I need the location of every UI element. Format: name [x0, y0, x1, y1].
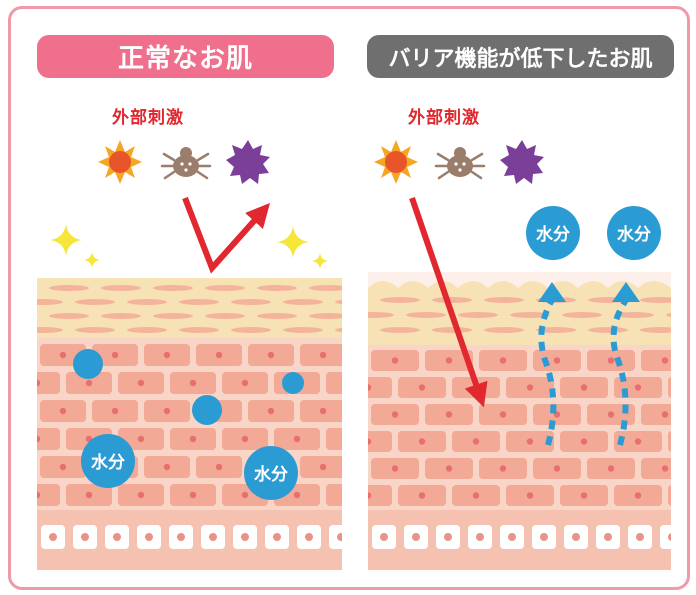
- keratin-flake: [380, 327, 420, 333]
- keratin-flake: [101, 285, 141, 291]
- keratin-flake: [536, 327, 576, 333]
- keratin-flake: [368, 312, 394, 318]
- penetrating-stimulus-arrow: [409, 197, 488, 408]
- basal-cell: [660, 525, 671, 549]
- keratin-flake: [49, 313, 89, 319]
- skin-cell: [37, 372, 60, 394]
- keratin-flake: [101, 313, 141, 319]
- keratin-flake: [510, 312, 550, 318]
- skin-cell: [368, 431, 392, 452]
- keratin-flake: [309, 285, 342, 291]
- keratin-flake: [37, 327, 63, 333]
- skin-cell: [0, 456, 34, 478]
- keratin-flake: [562, 312, 602, 318]
- keratin-flake: [640, 297, 671, 303]
- keratin-flake: [283, 299, 323, 305]
- skin-cell: [641, 350, 671, 371]
- skin-cell: [668, 431, 671, 452]
- skin-cell: [368, 377, 392, 398]
- keratin-flake: [231, 299, 271, 305]
- moisture-bubble: 水分: [526, 206, 580, 260]
- keratin-flake: [179, 327, 219, 333]
- keratin-flake: [335, 327, 342, 333]
- skin-cross-section-damaged: [368, 272, 671, 570]
- keratin-flake: [257, 285, 297, 291]
- mite-icon: [434, 147, 486, 180]
- mite-icon: [160, 147, 212, 180]
- keratin-flake: [75, 327, 115, 333]
- moisture-escape-arrows: [538, 298, 629, 446]
- keratin-flake: [640, 327, 671, 333]
- keratin-flake: [432, 327, 472, 333]
- title-damaged-skin: バリア機能が低下したお肌: [367, 35, 674, 78]
- keratin-flake: [380, 297, 420, 303]
- skin-cell: [326, 372, 342, 394]
- skin-cell: [37, 484, 60, 506]
- skin-cross-section-normal: [0, 278, 342, 570]
- keratin-flake: [37, 299, 63, 305]
- moisture-droplets: [73, 349, 304, 425]
- skin-cell: [0, 400, 34, 422]
- skin-cell: [641, 458, 671, 479]
- keratin-flake: [458, 312, 498, 318]
- basal-cell: [329, 525, 342, 549]
- keratin-flake: [49, 285, 89, 291]
- svg-text:水分: 水分: [254, 464, 288, 485]
- moisture-bubble: 水分: [244, 446, 298, 500]
- keratin-flake: [666, 313, 671, 317]
- skin-cell: [326, 484, 342, 506]
- skin-cell: [668, 485, 671, 506]
- keratin-flake: [179, 299, 219, 305]
- sparkle-icon: [50, 224, 328, 269]
- reflected-stimulus-arrow: [182, 196, 270, 274]
- keratin-flake: [257, 313, 297, 319]
- keratin-flake: [484, 327, 524, 333]
- keratin-flake: [484, 297, 524, 303]
- keratin-flake: [588, 327, 628, 333]
- virus-icon: [226, 140, 270, 184]
- keratin-flake: [153, 285, 193, 291]
- keratin-flake: [205, 313, 245, 319]
- keratin-flake: [153, 313, 193, 319]
- title-normal-skin: 正常なお肌: [37, 35, 334, 78]
- keratin-flake: [614, 312, 654, 318]
- moisture-bubble: 水分: [607, 206, 661, 260]
- keratin-flake: [127, 299, 167, 305]
- stimulus-label-right: 外部刺激: [408, 108, 480, 128]
- keratin-flake: [75, 299, 115, 305]
- keratin-flake: [231, 327, 271, 333]
- keratin-flake: [283, 327, 323, 333]
- keratin-flake: [406, 312, 446, 318]
- skin-cell: [641, 404, 671, 425]
- keratin-flake: [0, 313, 37, 319]
- keratin-flake: [432, 297, 472, 303]
- keratin-flake: [205, 285, 245, 291]
- skin-cell: [0, 344, 34, 366]
- keratin-flake: [309, 313, 342, 319]
- skin-cell: [37, 428, 60, 450]
- skin-cell: [668, 377, 671, 398]
- skin-cell: [326, 428, 342, 450]
- virus-icon: [500, 140, 544, 184]
- svg-text:水分: 水分: [536, 224, 570, 245]
- svg-text:水分: 水分: [91, 452, 125, 473]
- sun-icon: [98, 140, 142, 184]
- sun-icon: [374, 140, 418, 184]
- skin-cell: [368, 485, 392, 506]
- keratin-flake: [127, 327, 167, 333]
- moisture-bubble: 水分: [81, 434, 135, 488]
- damaged-epidermis-layer: [368, 345, 671, 510]
- keratin-flake: [335, 299, 342, 305]
- keratin-flake: [0, 285, 37, 291]
- svg-text:水分: 水分: [617, 224, 651, 245]
- stimulus-label-left: 外部刺激: [112, 108, 184, 128]
